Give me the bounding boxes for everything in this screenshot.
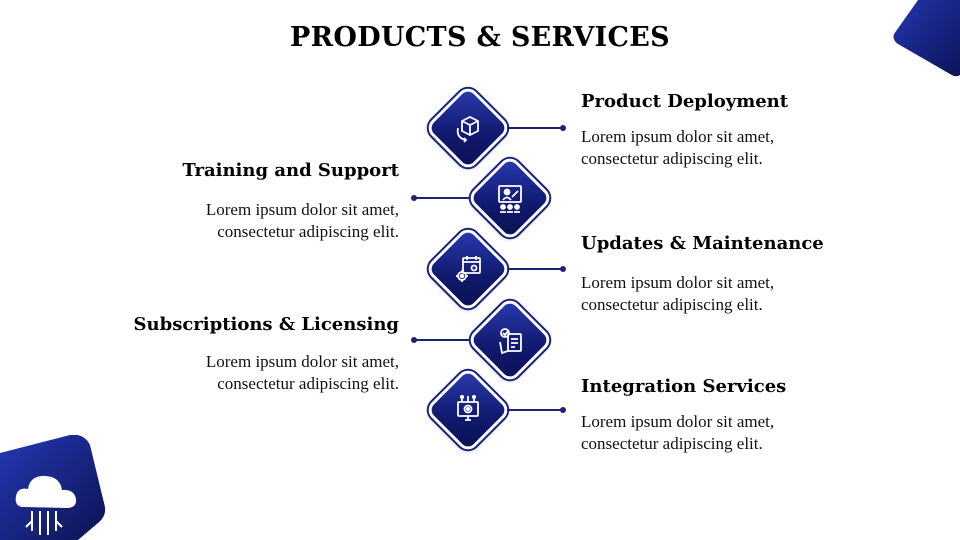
body-line-1: Lorem ipsum dolor sit amet,: [205, 200, 399, 219]
body-line-1: Lorem ipsum dolor sit amet,: [205, 352, 399, 371]
body-line-1: Lorem ipsum dolor sit amet,: [581, 273, 775, 292]
connector-integration-services: [507, 409, 563, 411]
box-deploy-icon: [456, 115, 479, 143]
cloud-circuit-icon: [15, 475, 77, 535]
body-line-2: consectetur adipiscing elit.: [217, 374, 399, 393]
body-line-2: consectetur adipiscing elit.: [581, 149, 763, 168]
corner-decoration-bottom-left: [0, 435, 106, 540]
connector-training-support: [414, 197, 470, 199]
body-line-2: consectetur adipiscing elit.: [581, 295, 763, 314]
heading-subscriptions-licensing: Subscriptions & Licensing: [133, 314, 399, 335]
heading-integration-services: Integration Services: [581, 376, 787, 397]
body-product-deployment: Lorem ipsum dolor sit amet, consectetur …: [581, 126, 774, 170]
connector-dot-updates-maintenance: [560, 266, 566, 272]
body-integration-services: Lorem ipsum dolor sit amet, consectetur …: [581, 411, 774, 455]
body-line-1: Lorem ipsum dolor sit amet,: [581, 412, 775, 431]
page-title: PRODUCTS & SERVICES: [290, 22, 670, 53]
body-updates-maintenance: Lorem ipsum dolor sit amet, consectetur …: [581, 272, 774, 316]
body-subscriptions-licensing: Lorem ipsum dolor sit amet, consectetur …: [206, 351, 399, 395]
corner-decoration-top-right: [893, 0, 960, 77]
body-line-2: consectetur adipiscing elit.: [581, 434, 763, 453]
calendar-gear-icon: [456, 256, 481, 282]
heading-updates-maintenance: Updates & Maintenance: [581, 233, 824, 254]
heading-training-support: Training and Support: [182, 160, 399, 181]
body-training-support: Lorem ipsum dolor sit amet, consectetur …: [206, 199, 399, 243]
connector-subscriptions-licensing: [414, 339, 470, 341]
body-line-2: consectetur adipiscing elit.: [217, 222, 399, 241]
body-line-1: Lorem ipsum dolor sit amet,: [581, 127, 775, 146]
connector-dot-product-deployment: [560, 125, 566, 131]
connector-dot-integration-services: [560, 407, 566, 413]
heading-product-deployment: Product Deployment: [581, 91, 789, 112]
license-document-icon: [499, 328, 522, 355]
monitor-gear-icon: [457, 394, 479, 421]
connector-product-deployment: [507, 127, 563, 129]
presentation-icon: [498, 185, 522, 213]
connector-updates-maintenance: [507, 268, 563, 270]
